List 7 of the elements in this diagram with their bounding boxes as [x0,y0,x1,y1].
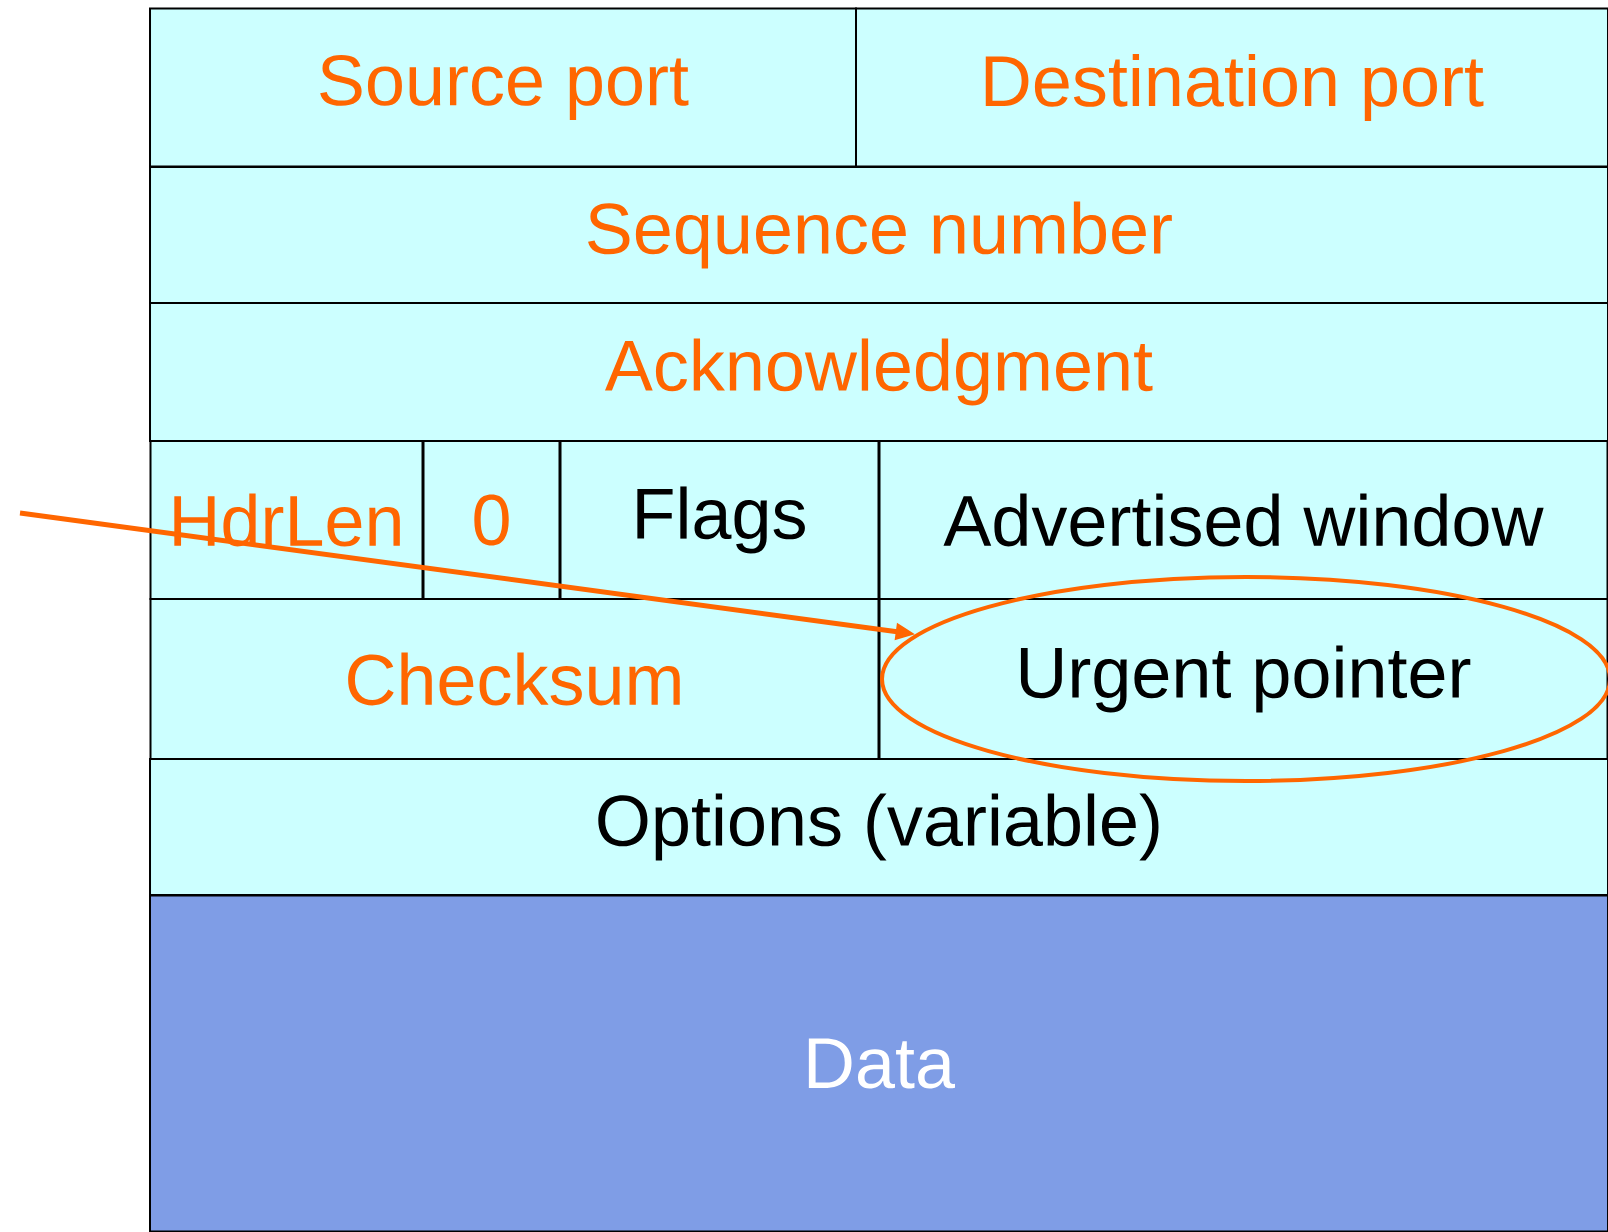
field-cell: Sequence number [149,166,1608,304]
field-cell: Source port [149,7,857,168]
data-block: Data [149,894,1608,1232]
field-cell: Destination port [855,7,1608,168]
field-cell: 0 [422,440,561,600]
field-cell: HdrLen [149,440,424,600]
field-cell: Options (variable) [149,758,1608,896]
